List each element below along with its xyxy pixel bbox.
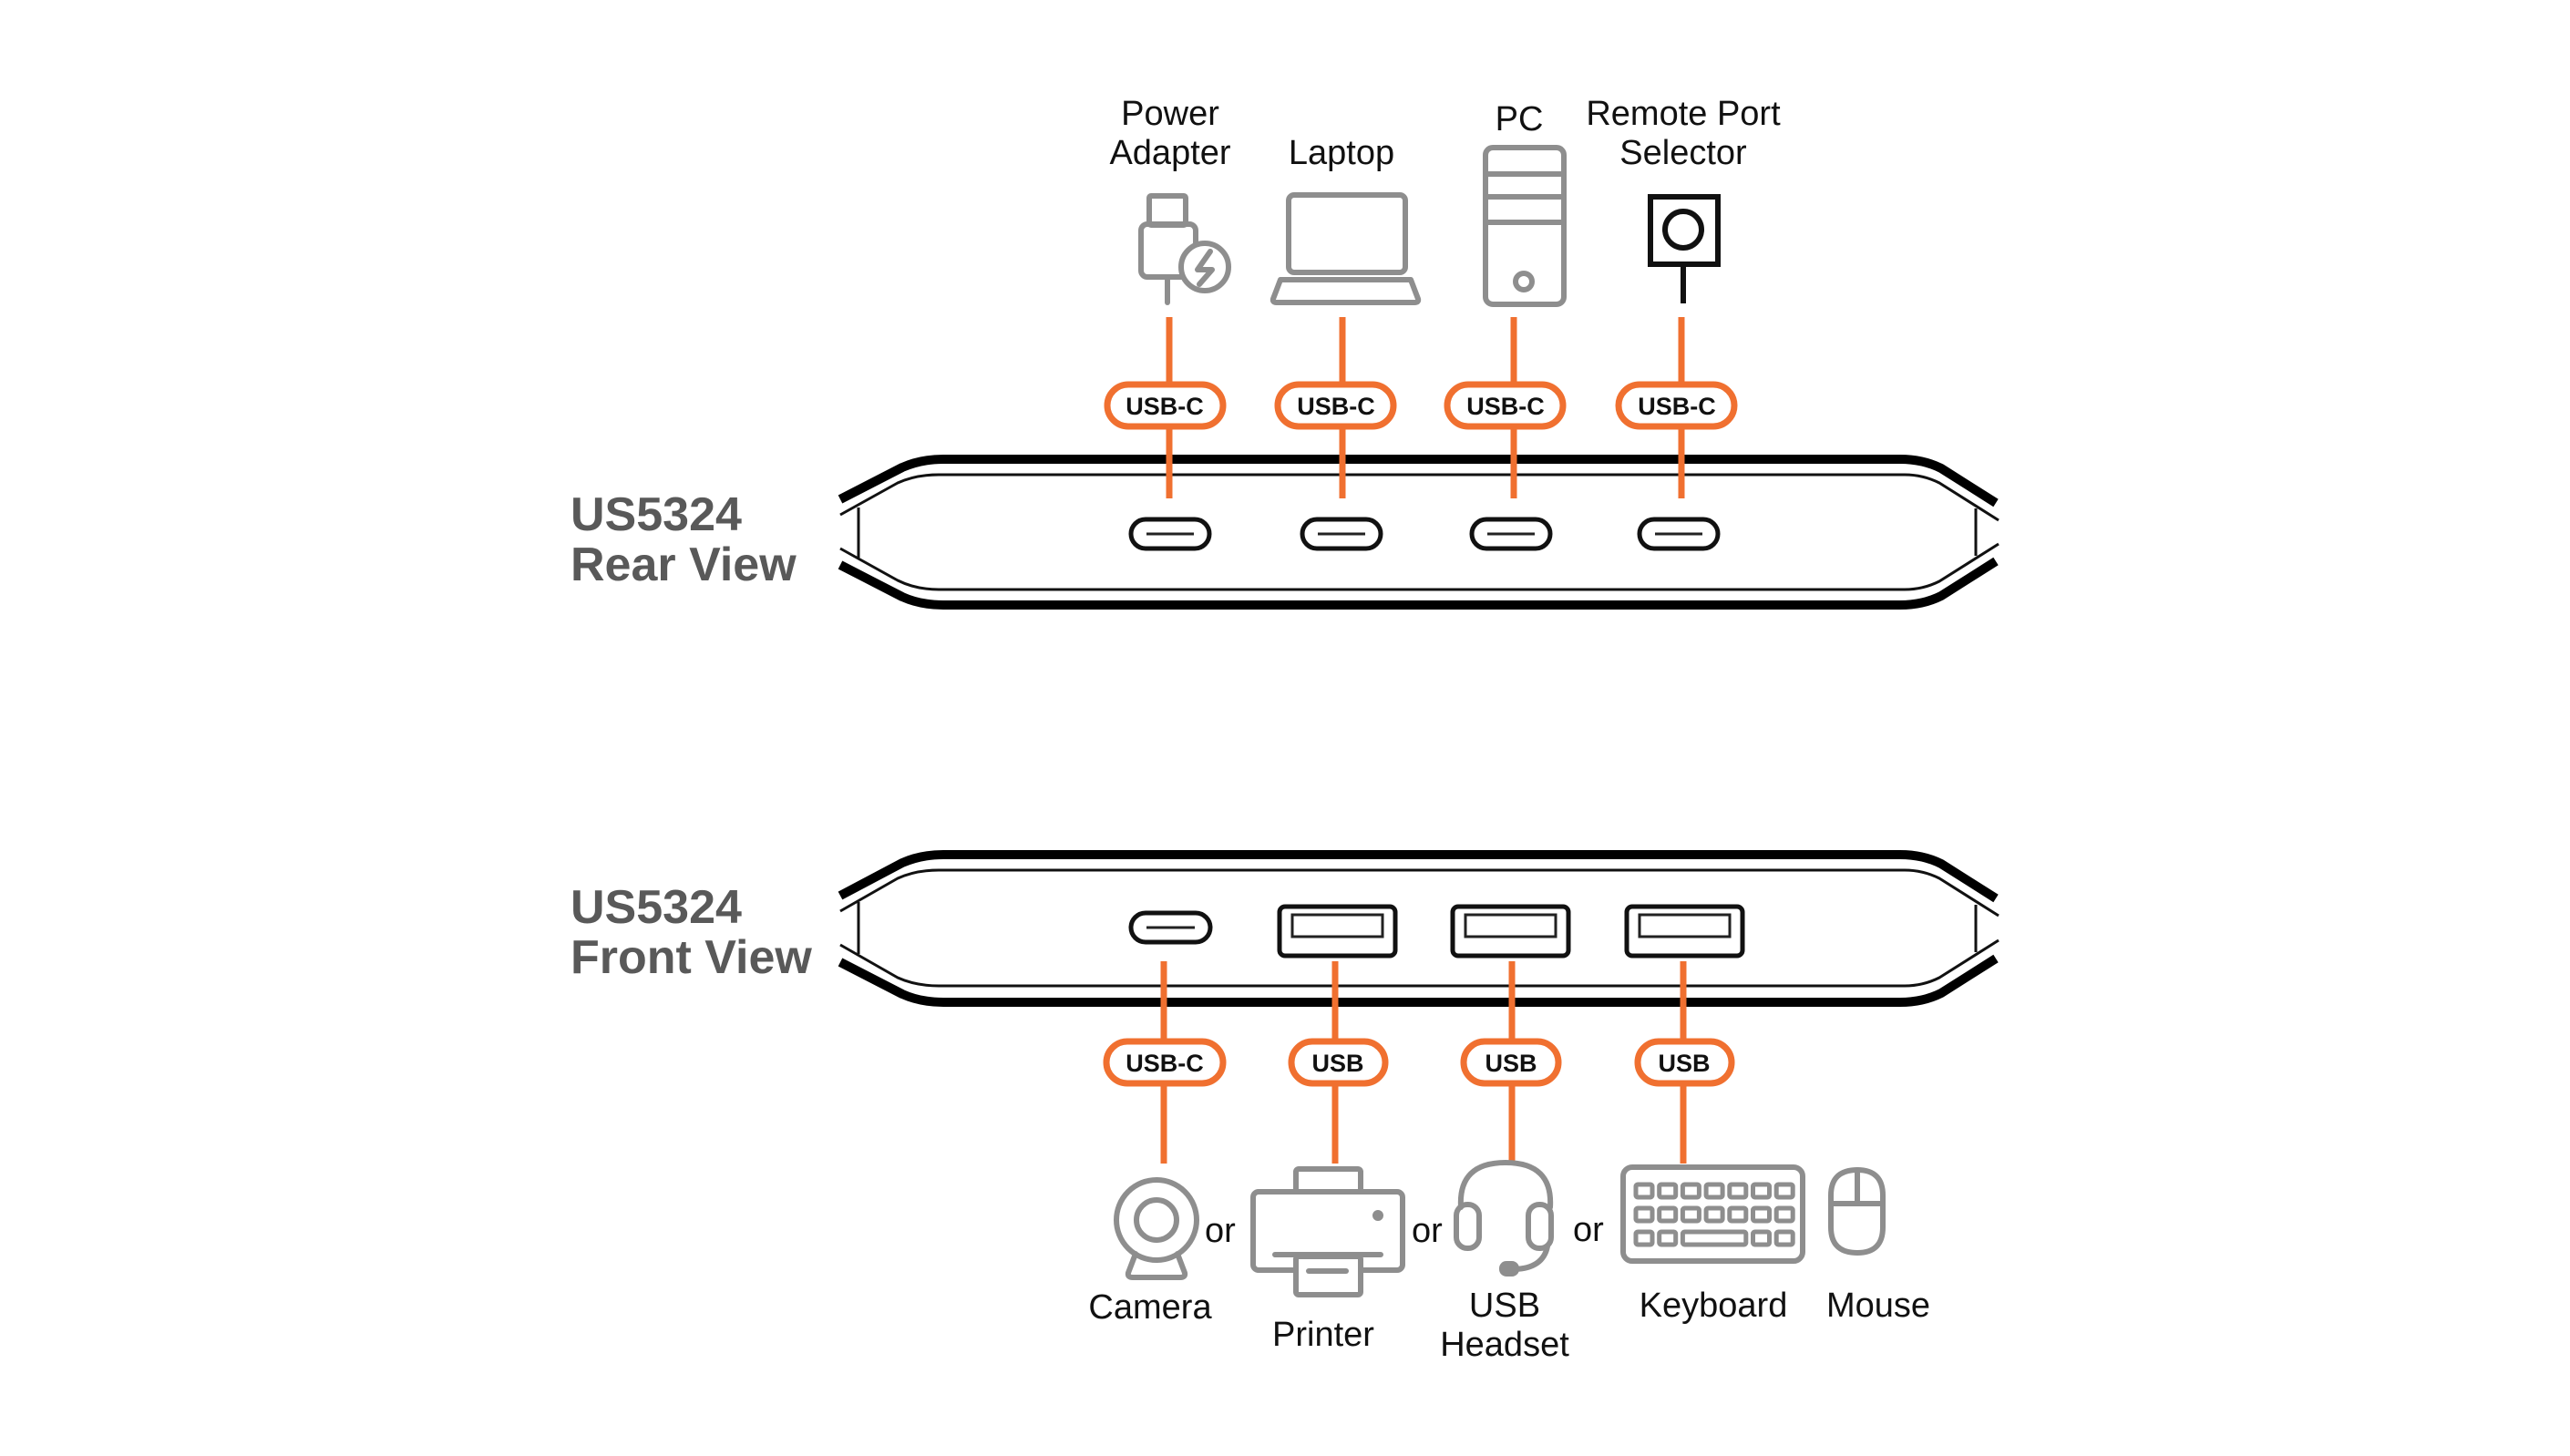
port-badge (1288, 1038, 1389, 1087)
remote-port-selector-label-line2: Selector (1619, 134, 1747, 172)
keyboard-key (1633, 1205, 1655, 1224)
keyboard-key (1751, 1229, 1772, 1247)
front-connection-1: USB-C (1103, 961, 1227, 1164)
usb-headset-label-line2: Headset (1440, 1326, 1569, 1364)
port-badge (1460, 1038, 1562, 1087)
front-usb-a-port-1 (1277, 904, 1398, 959)
keyboard-key (1727, 1182, 1749, 1200)
remote-port-selector-label: Remote Port (1586, 95, 1781, 133)
usb-headset-label: USB (1469, 1287, 1540, 1325)
rear-device-outline (838, 455, 1999, 610)
rear-connection-4: USB-C (1615, 317, 1738, 551)
keyboard-key (1751, 1205, 1772, 1224)
power-adapter-label-line2: Adapter (1109, 134, 1230, 172)
keyboard-key (1773, 1205, 1795, 1224)
keyboard-key (1703, 1205, 1725, 1224)
printer-label: Printer (1272, 1316, 1374, 1354)
rear-view-label: Rear View (571, 538, 797, 591)
keyboard-label: Keyboard (1640, 1287, 1788, 1325)
keyboard-key (1680, 1205, 1701, 1224)
port-badge-label: USB (1485, 1050, 1537, 1077)
rear-view-section: US5324 Rear View USB-C USB-C (571, 95, 1999, 610)
pc-tower-icon (1483, 145, 1567, 307)
keyboard-key (1703, 1182, 1725, 1200)
camera-label: Camera (1088, 1288, 1212, 1327)
port-badge-label: USB-C (1297, 393, 1375, 420)
port-badge-label: USB-C (1466, 393, 1545, 420)
rear-model-label: US5324 (571, 488, 742, 541)
port-badge-label: USB (1311, 1050, 1363, 1077)
port-badge-label: USB-C (1638, 393, 1716, 420)
front-usb-c-port (1128, 910, 1213, 945)
printer-icon (1250, 1166, 1405, 1297)
port-badge-label: USB-C (1126, 1050, 1204, 1077)
keyboard-key (1773, 1229, 1795, 1247)
front-device-outline (838, 850, 1999, 1007)
keyboard-icon (1620, 1164, 1805, 1264)
keyboard-key (1773, 1182, 1795, 1200)
port-badge-label: USB (1658, 1050, 1710, 1077)
front-connection-4: USB (1634, 961, 1735, 1164)
keyboard-key (1633, 1182, 1655, 1200)
camera-icon (1114, 1177, 1199, 1280)
pc-label: PC (1496, 100, 1544, 138)
front-view-section: US5324 Front View (571, 850, 1999, 1364)
or-separator-2: or (1412, 1212, 1443, 1250)
power-adapter-label: Power (1121, 95, 1219, 133)
or-separator-1: or (1205, 1212, 1236, 1250)
keyboard-spacebar (1680, 1229, 1749, 1247)
keyboard-key (1633, 1229, 1655, 1247)
front-usb-a-port-3 (1624, 904, 1745, 959)
port-badge (1103, 1038, 1227, 1087)
port-badge (1444, 381, 1567, 430)
rear-connection-3: USB-C (1444, 317, 1567, 551)
or-separator-3: or (1573, 1211, 1604, 1249)
laptop-label: Laptop (1289, 134, 1394, 172)
remote-port-selector-icon (1648, 194, 1721, 303)
keyboard-key (1657, 1205, 1679, 1224)
port-badge-label: USB-C (1126, 393, 1204, 420)
keyboard-key (1657, 1229, 1679, 1247)
mouse-icon (1828, 1167, 1886, 1256)
port-badge (1104, 381, 1227, 430)
port-badge (1615, 381, 1738, 430)
port-badge (1634, 1038, 1735, 1087)
headset-icon (1454, 1160, 1554, 1277)
rear-connection-2: USB-C (1274, 317, 1397, 551)
rear-connection-1: USB-C (1104, 317, 1227, 551)
front-connection-2: USB (1288, 961, 1389, 1164)
front-view-label: Front View (571, 931, 812, 984)
laptop-icon (1270, 192, 1422, 305)
keyboard-key (1727, 1205, 1749, 1224)
front-connection-3: USB (1460, 961, 1562, 1164)
front-usb-a-port-2 (1450, 904, 1571, 959)
keyboard-key (1751, 1182, 1772, 1200)
keyboard-key (1680, 1182, 1701, 1200)
power-adapter-icon (1138, 193, 1231, 305)
keyboard-key (1657, 1182, 1679, 1200)
port-badge (1274, 381, 1397, 430)
mouse-label: Mouse (1826, 1287, 1930, 1325)
front-model-label: US5324 (571, 881, 742, 934)
